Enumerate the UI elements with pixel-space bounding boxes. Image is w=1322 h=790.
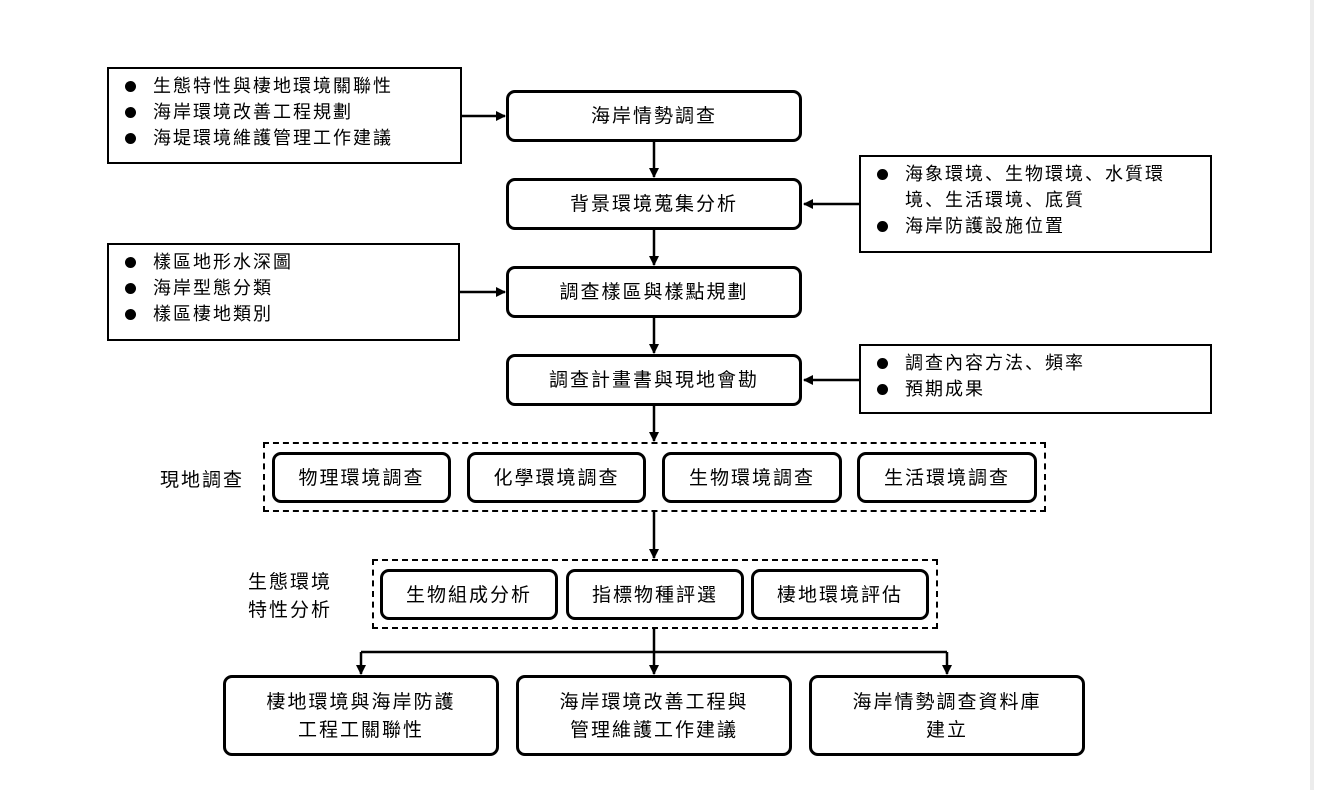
step-plan-and-site-visit: 調查計畫書與現地會勘 (506, 354, 802, 406)
output-habitat-protection: 棲地環境與海岸防護 工程工關聯性 (223, 675, 499, 756)
biological-survey-box: 生物環境調查 (662, 452, 842, 503)
eco-analysis-label: 生態環境 特性分析 (238, 568, 342, 624)
physical-survey-box: 物理環境調查 (272, 452, 451, 503)
notes-box-3: 樣區地形水深圖 海岸型態分類 樣區棲地類別 (107, 243, 460, 341)
step-background-analysis: 背景環境蒐集分析 (506, 178, 802, 230)
notes-box-2: 海象環境、生物環境、水質環境、生活環境、底質 海岸防護設施位置 (859, 155, 1212, 253)
bullet-item: 樣區地形水深圖 (123, 250, 448, 276)
output-line: 建立 (925, 718, 968, 741)
bullet-item: 海岸型態分類 (123, 276, 448, 302)
page-edge-line (1310, 0, 1314, 790)
notes-box-1: 生態特性與棲地環境關聯性 海岸環境改善工程規劃 海堤環境維護管理工作建議 (107, 67, 462, 164)
notes-box-4: 調查內容方法、頻率 預期成果 (859, 344, 1212, 414)
output-line: 工程工關聯性 (297, 718, 424, 741)
step-sample-planning: 調查樣區與樣點規劃 (506, 266, 802, 318)
field-survey-label: 現地調查 (159, 469, 244, 491)
output-line: 管理維護工作建議 (569, 718, 738, 741)
bullet-item: 海岸環境改善工程規劃 (123, 100, 450, 126)
living-env-survey-box: 生活環境調查 (857, 452, 1037, 503)
indicator-species-box: 指標物種評選 (566, 569, 744, 620)
eco-analysis-group (372, 559, 938, 629)
eco-label-line1: 生態環境 (247, 571, 332, 593)
bullet-item: 生態特性與棲地環境關聯性 (123, 74, 450, 100)
eco-label-line2: 特性分析 (247, 599, 332, 621)
bullet-item: 海堤環境維護管理工作建議 (123, 126, 450, 152)
bullet-item: 海象環境、生物環境、水質環境、生活環境、底質 (875, 162, 1200, 214)
bullet-item: 預期成果 (875, 377, 1200, 403)
chemical-survey-box: 化學環境調查 (467, 452, 646, 503)
output-line: 棲地環境與海岸防護 (266, 690, 456, 713)
bullet-item: 調查內容方法、頻率 (875, 351, 1200, 377)
output-database: 海岸情勢調查資料庫 建立 (809, 675, 1085, 756)
bullet-item: 樣區棲地類別 (123, 302, 448, 328)
bullet-item: 海岸防護設施位置 (875, 214, 1200, 240)
species-composition-box: 生物組成分析 (380, 569, 558, 620)
habitat-assessment-box: 棲地環境評估 (751, 569, 929, 620)
field-survey-group (263, 442, 1046, 512)
output-line: 海岸情勢調查資料庫 (852, 690, 1042, 713)
output-line: 海岸環境改善工程與 (559, 690, 749, 713)
step-coastal-survey: 海岸情勢調查 (506, 90, 802, 142)
output-improvement-advice: 海岸環境改善工程與 管理維護工作建議 (516, 675, 792, 756)
